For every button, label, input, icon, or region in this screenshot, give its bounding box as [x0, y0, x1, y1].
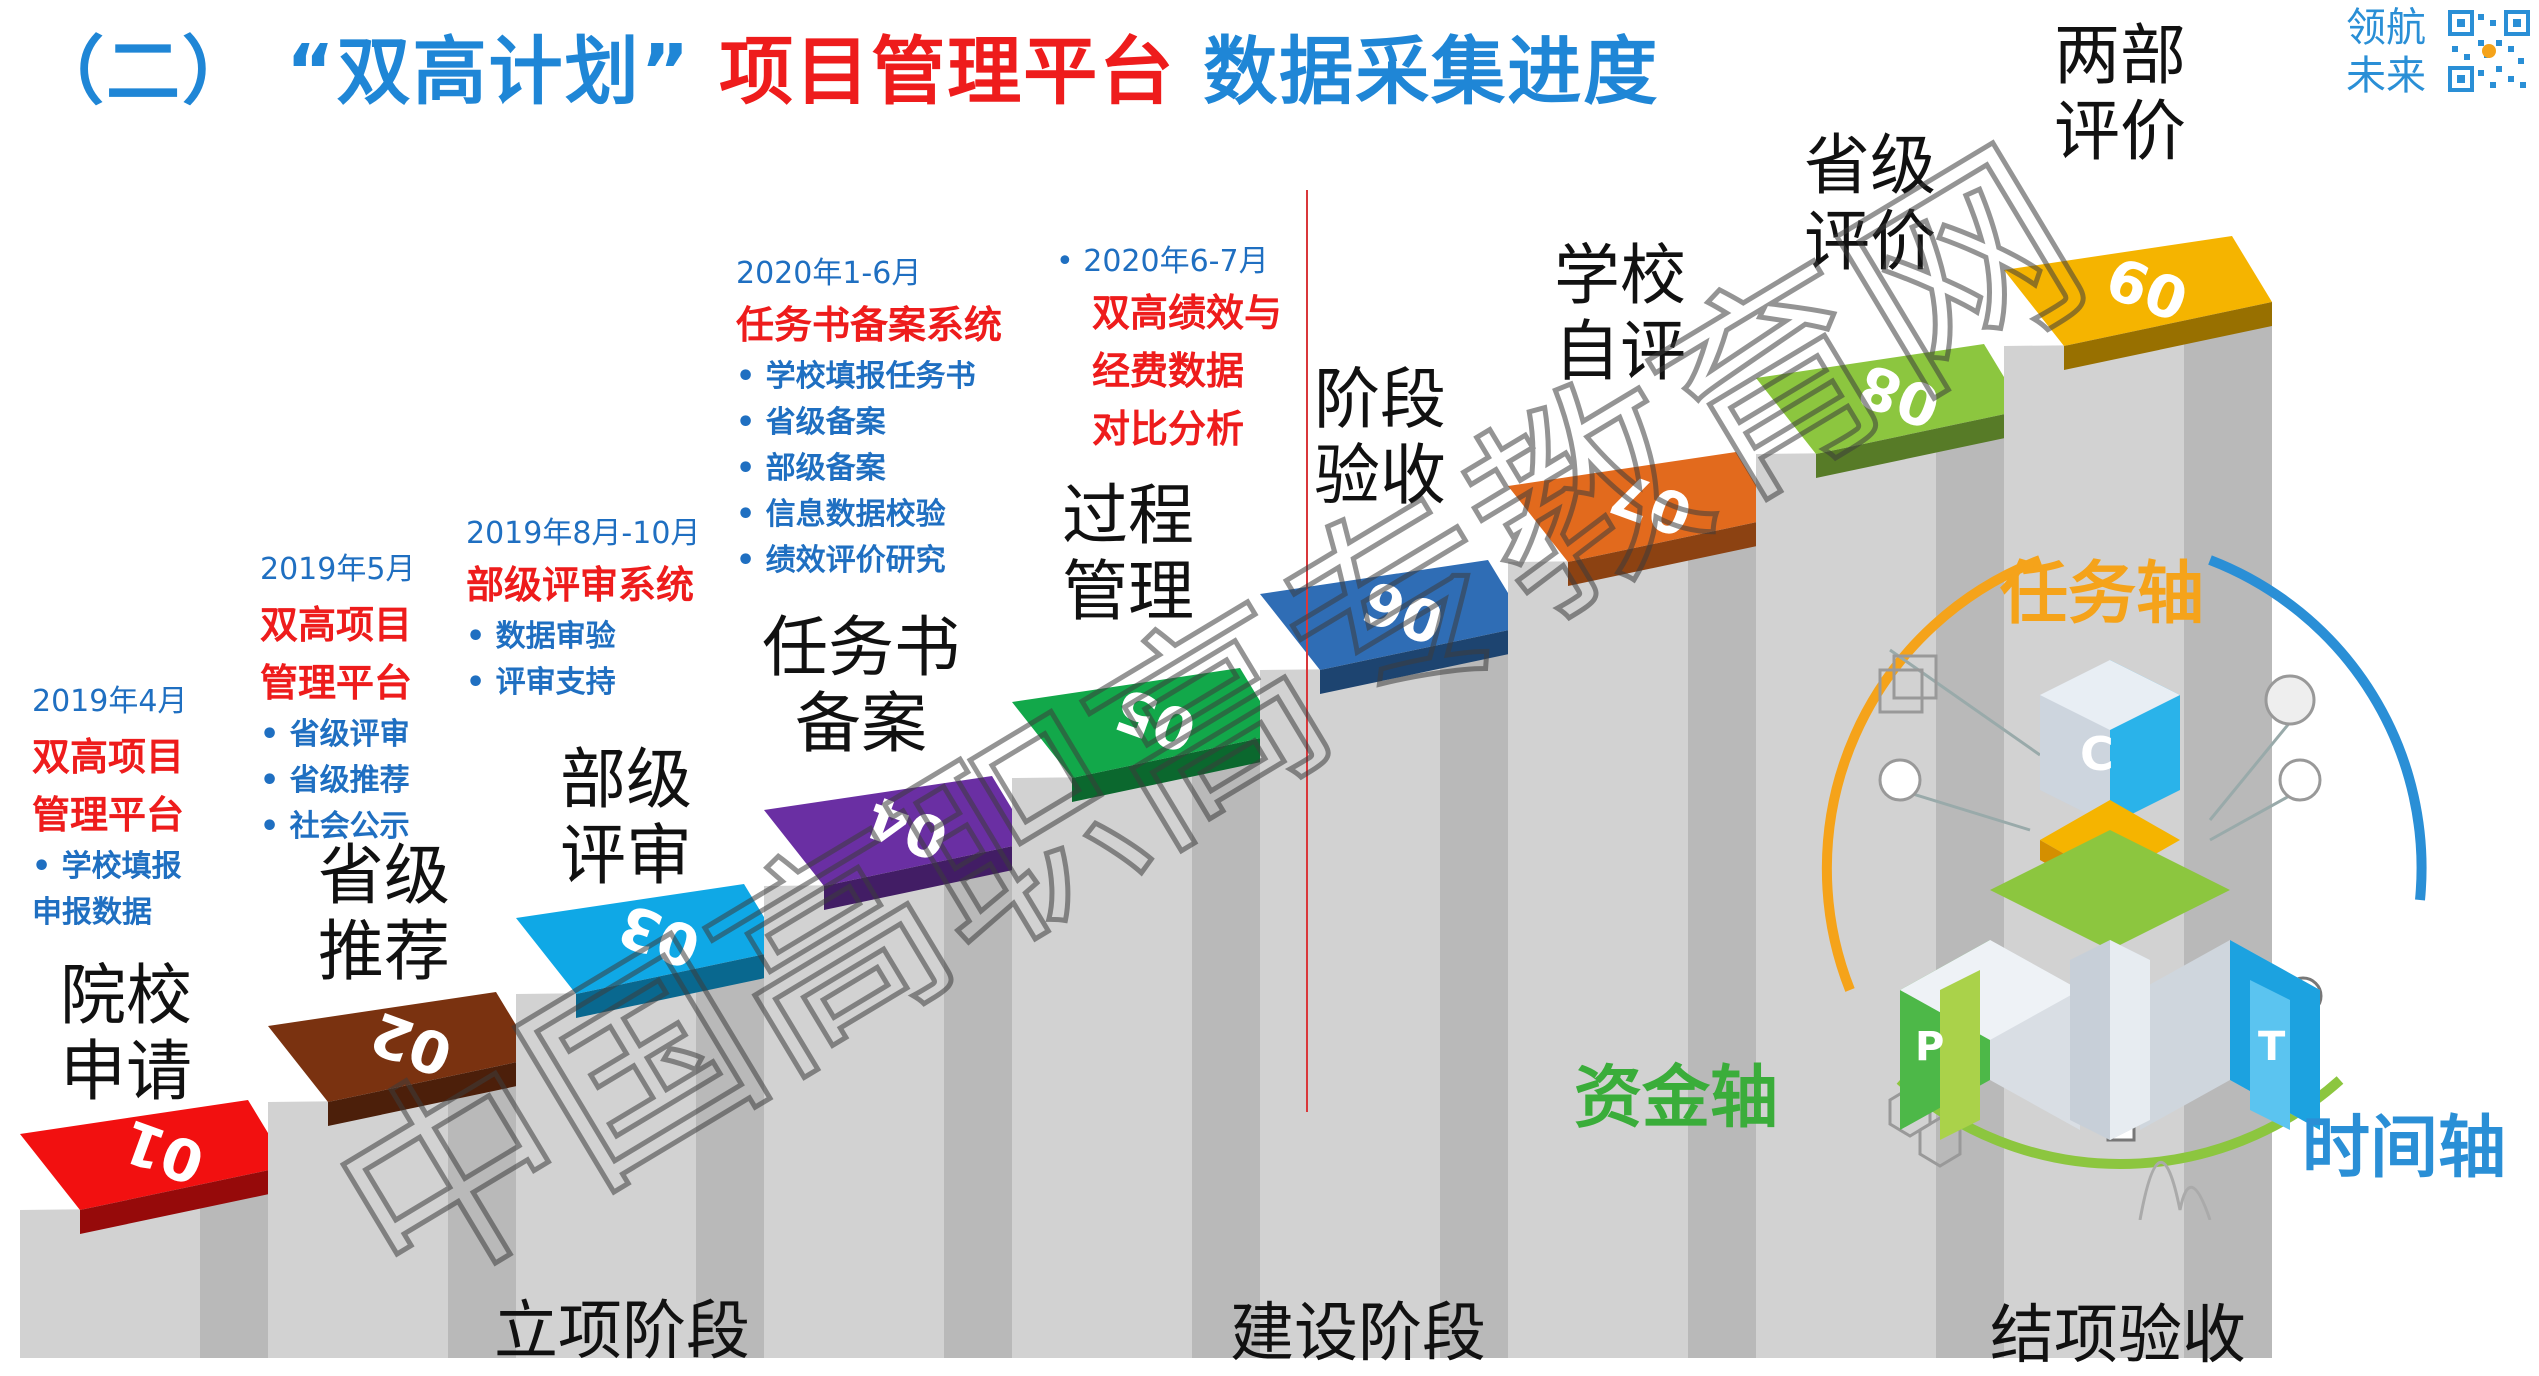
- step-riser: [934, 842, 1032, 1358]
- step-edge-09: [2064, 302, 2272, 370]
- annotation-item: 数据审验: [466, 614, 700, 660]
- logo-line-1: 领航: [2346, 5, 2426, 51]
- distribution-chart-icon: [2138, 1160, 2212, 1220]
- title-progress: 数据采集进度: [1203, 29, 1660, 115]
- step-edge-08: [1816, 410, 2024, 478]
- annotation-date: 2019年5月: [260, 552, 416, 587]
- logo-line-2: 未来: [2346, 53, 2426, 99]
- step-side: [764, 884, 944, 1358]
- task-axis-arc: [1821, 555, 2042, 992]
- annotation-item: 社会公示: [260, 804, 415, 850]
- logo-text: 领航 未来: [2346, 4, 2426, 100]
- step-tread-06: [1260, 560, 1528, 670]
- annotation-01: 2019年4月 双高项目 管理平台 学校填报 申报数据: [32, 676, 187, 936]
- annotation-item: 省级评审: [260, 712, 415, 758]
- cube-letter-c: C: [2080, 727, 2114, 781]
- step-riser: [1678, 518, 1776, 1358]
- step-tread-03: [516, 884, 784, 994]
- annotation-items: 学校填报 申报数据: [32, 844, 187, 936]
- annotation-date: 2020年1-6月: [736, 256, 922, 291]
- step-side: [1012, 776, 1192, 1358]
- step-label-03: 部级 评审: [560, 741, 692, 894]
- step-side: [1260, 668, 1440, 1358]
- cube-icon: [1878, 654, 1938, 714]
- annotation-system: 任务书备案系统: [736, 303, 1003, 347]
- step-label-09: 两部 评价: [2054, 17, 2186, 170]
- title-platform: 项目管理平台: [719, 29, 1176, 115]
- annotation-05: • 2020年6-7月 双高绩效与 经费数据 对比分析: [1056, 236, 1282, 458]
- time-axis-label: 时间轴: [2302, 1109, 2507, 1188]
- annotation-item: 学校填报任务书: [736, 354, 1002, 400]
- step-edge-02: [328, 1058, 536, 1126]
- annotation-item: 部级备案: [736, 446, 1002, 492]
- step-edge-01: [80, 1166, 288, 1234]
- cube-letter-t: T: [2258, 1024, 2286, 1070]
- step-label-08: 省级 评价: [1804, 127, 1936, 280]
- phase-label-acceptance: 结项验收: [1990, 1299, 2246, 1373]
- step-riser: [686, 950, 784, 1358]
- step-tread-02: [268, 992, 536, 1102]
- step-side: [516, 992, 696, 1358]
- annotation-date: 2019年8月-10月: [466, 516, 701, 551]
- annotation-04: 2020年1-6月 任务书备案系统 学校填报任务书 省级备案 部级备案 信息数据…: [736, 248, 1002, 584]
- step-riser: [190, 1166, 288, 1358]
- annotation-system: 双高项目 管理平台: [32, 735, 185, 837]
- task-axis-label: 任务轴: [2000, 555, 2205, 634]
- step-label-04: 任务书 备案: [762, 609, 960, 762]
- annotation-system: 双高绩效与 经费数据 对比分析: [1092, 291, 1283, 451]
- step-riser: [438, 1058, 536, 1358]
- search-icon: [1878, 758, 1922, 802]
- annotation-item: 省级备案: [736, 400, 1002, 446]
- step-side: [268, 1100, 448, 1358]
- annotation-item: 信息数据校验: [736, 492, 1002, 538]
- step-label-05: 过程 管理: [1062, 477, 1194, 630]
- person-icon: [2278, 758, 2322, 802]
- step-label-02: 省级 推荐: [318, 837, 450, 990]
- step-edge-03: [576, 950, 784, 1018]
- step-label-07: 学校 自评: [1554, 237, 1686, 390]
- phase-label-construction: 建设阶段: [1230, 1297, 1486, 1371]
- step-tread-04: [764, 776, 1032, 886]
- annotation-date: • 2020年6-7月: [1056, 244, 1269, 279]
- step-label-01: 院校 申请: [60, 957, 192, 1110]
- annotation-items: 数据审验 评审支持: [466, 614, 700, 706]
- title-plan-name: “双高计划”: [286, 29, 692, 115]
- building-blocks: [1900, 660, 2320, 1140]
- annotation-system: 双高项目 管理平台: [260, 603, 413, 705]
- cube-letter-p: P: [1915, 1024, 1944, 1070]
- qr-code-icon: [2448, 10, 2530, 92]
- annotation-item: 绩效评价研究: [736, 538, 1002, 584]
- step-tread-09: [2004, 236, 2272, 346]
- gear-icon: [2264, 674, 2316, 726]
- step-edge-06: [1320, 626, 1528, 694]
- annotation-date: 2019年4月: [32, 684, 188, 719]
- annotation-03: 2019年8月-10月 部级评审系统 数据审验 评审支持: [466, 508, 700, 706]
- title-section-number: （二）: [30, 29, 258, 115]
- annotation-items: 省级评审 省级推荐 社会公示: [260, 712, 415, 850]
- phase-divider: [1306, 190, 1308, 1112]
- annotation-item: 学校填报 申报数据: [32, 844, 187, 936]
- step-tread-05: [1012, 668, 1280, 778]
- step-edge-07: [1568, 518, 1776, 586]
- annotation-02: 2019年5月 双高项目 管理平台 省级评审 省级推荐 社会公示: [260, 544, 415, 850]
- annotation-items: 学校填报任务书 省级备案 部级备案 信息数据校验 绩效评价研究: [736, 354, 1002, 584]
- step-label-06: 阶段 验收: [1314, 361, 1446, 514]
- step-riser: [1182, 734, 1280, 1358]
- phase-label-setup: 立项阶段: [494, 1295, 750, 1369]
- step-edge-05: [1072, 734, 1280, 802]
- step-riser: [1430, 626, 1528, 1358]
- step-tread-01: [20, 1100, 288, 1210]
- step-tread-08: [1756, 344, 2024, 454]
- page-title: （二） “双高计划” 项目管理平台数据采集进度: [30, 12, 1687, 119]
- annotation-item: 省级推荐: [260, 758, 415, 804]
- step-tread-07: [1508, 452, 1776, 562]
- axis-diagram: C P T: [1821, 555, 2427, 1220]
- step-side: [20, 1208, 200, 1358]
- step-side: [1508, 560, 1688, 1358]
- annotation-item: 评审支持: [466, 660, 700, 706]
- funding-axis-label: 资金轴: [1574, 1059, 1779, 1138]
- step-edge-04: [824, 842, 1032, 910]
- time-axis-arc: [2208, 555, 2427, 901]
- annotation-system: 部级评审系统: [466, 563, 695, 607]
